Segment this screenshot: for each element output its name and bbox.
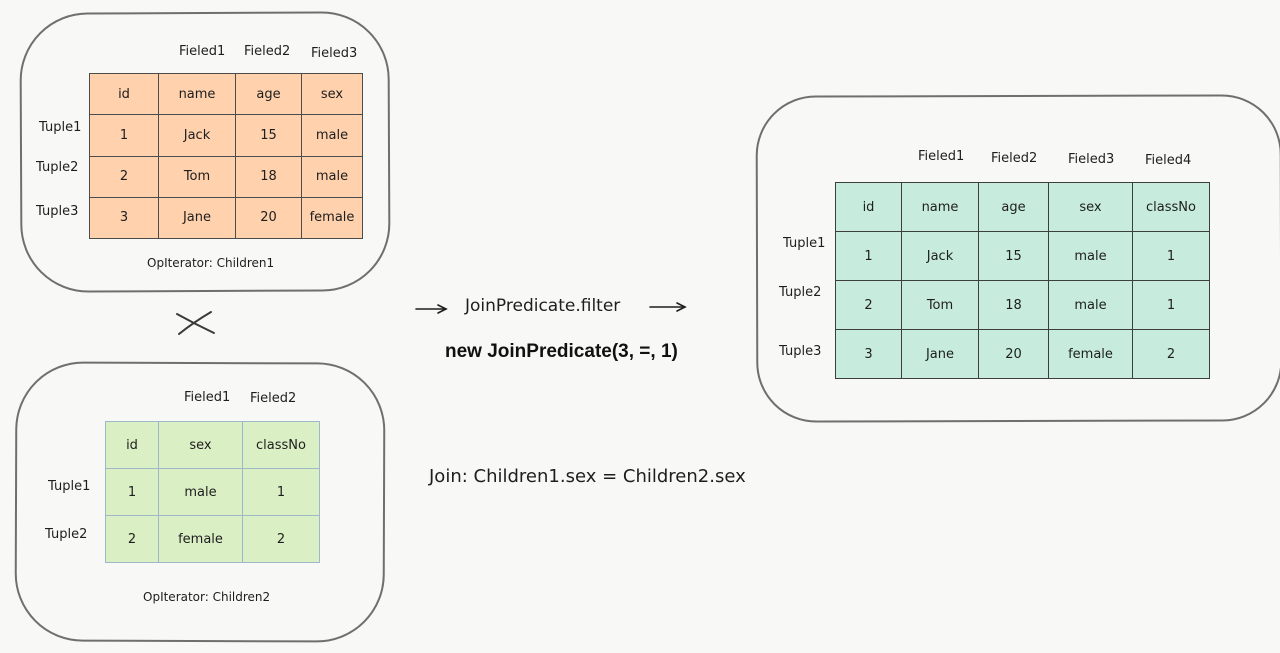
table-row: id name age sex (89, 72, 363, 116)
table-cell: male (1048, 280, 1133, 330)
children1-row-label: Tuple2 (36, 160, 79, 175)
children1-caption: OpIterator: Children1 (147, 256, 275, 270)
table-row: 1 male 1 (105, 468, 320, 516)
table-cell: age (235, 72, 302, 116)
children1-row-label: Tuple1 (39, 120, 82, 135)
table-cell: name (901, 182, 979, 232)
table-cell: 1 (1132, 280, 1210, 330)
children1-row-label: Tuple3 (36, 204, 79, 219)
table-cell: sex (158, 421, 243, 469)
table-cell: 15 (978, 231, 1049, 281)
children1-table: id name age sex 1 Jack 15 male 2 Tom 18 … (89, 72, 363, 240)
table-cell: 3 (835, 329, 902, 379)
children2-caption: OpIterator: Children2 (143, 590, 271, 604)
table-cell: Jane (901, 329, 979, 379)
table-cell: 1 (835, 231, 902, 281)
result-row-label: Tuple1 (783, 236, 826, 251)
table-row: id name age sex classNo (835, 182, 1210, 232)
table-cell: sex (1048, 182, 1133, 232)
table-cell: male (158, 468, 243, 516)
table-cell: age (978, 182, 1049, 232)
table-row: 2 Tom 18 male (89, 155, 363, 198)
result-field-header: Fieled2 (991, 151, 1038, 166)
result-field-header: Fieled1 (918, 149, 965, 164)
children1-field-header: Fieled1 (179, 44, 226, 59)
table-cell: 20 (235, 196, 302, 240)
children2-field-header: Fieled2 (250, 391, 297, 406)
predicate-code: new JoinPredicate(3, =, 1) (445, 341, 678, 362)
table-cell: 18 (235, 155, 302, 198)
table-cell: 1 (1132, 231, 1210, 281)
table-cell: 1 (242, 468, 320, 516)
table-row: 2 female 2 (105, 515, 320, 563)
filter-label: JoinPredicate.filter (465, 296, 621, 316)
children1-field-header: Fieled3 (311, 46, 358, 61)
table-cell: 2 (242, 515, 320, 563)
table-cell: id (105, 421, 159, 469)
arrow-right-icon (415, 304, 448, 314)
table-cell: 3 (89, 196, 159, 240)
table-cell: 2 (1132, 329, 1210, 379)
join-condition: Join: Children1.sex = Children2.sex (429, 466, 746, 487)
table-cell: female (301, 196, 363, 240)
table-cell: id (89, 72, 159, 116)
table-cell: Jack (901, 231, 979, 281)
children2-field-header: Fieled1 (184, 390, 231, 405)
table-cell: sex (301, 72, 363, 116)
table-row: 1 Jack 15 male (89, 114, 363, 157)
result-field-header: Fieled4 (1145, 153, 1192, 168)
table-cell: Jack (158, 114, 236, 157)
table-cell: male (1048, 231, 1133, 281)
table-row: 3 Jane 20 female (89, 196, 363, 240)
table-cell: classNo (1132, 182, 1210, 232)
result-field-header: Fieled3 (1068, 152, 1115, 167)
table-cell: Tom (158, 155, 236, 198)
result-table: id name age sex classNo 1 Jack 15 male 1… (835, 182, 1210, 379)
children1-field-header: Fieled2 (244, 44, 291, 59)
table-cell: 20 (978, 329, 1049, 379)
children2-row-label: Tuple2 (45, 527, 88, 542)
table-cell: Jane (158, 196, 236, 240)
table-cell: name (158, 72, 236, 116)
table-cell: 2 (835, 280, 902, 330)
table-row: id sex classNo (105, 421, 320, 469)
table-cell: female (1048, 329, 1133, 379)
table-cell: id (835, 182, 902, 232)
table-cell: 1 (89, 114, 159, 157)
table-cell: classNo (242, 421, 320, 469)
result-row-label: Tuple3 (779, 344, 822, 359)
table-cell: 18 (978, 280, 1049, 330)
table-cell: female (158, 515, 243, 563)
table-cell: 2 (89, 155, 159, 198)
arrow-right-icon (649, 302, 687, 312)
table-cell: 1 (105, 468, 159, 516)
table-row: 3 Jane 20 female 2 (835, 329, 1210, 379)
table-cell: male (301, 155, 363, 198)
table-cell: Tom (901, 280, 979, 330)
cross-product-icon (176, 311, 215, 335)
children2-row-label: Tuple1 (48, 479, 91, 494)
result-row-label: Tuple2 (779, 285, 822, 300)
children2-table: id sex classNo 1 male 1 2 female 2 (105, 421, 320, 563)
table-row: 2 Tom 18 male 1 (835, 280, 1210, 330)
table-row: 1 Jack 15 male 1 (835, 231, 1210, 281)
table-cell: 2 (105, 515, 159, 563)
table-cell: 15 (235, 114, 302, 157)
table-cell: male (301, 114, 363, 157)
